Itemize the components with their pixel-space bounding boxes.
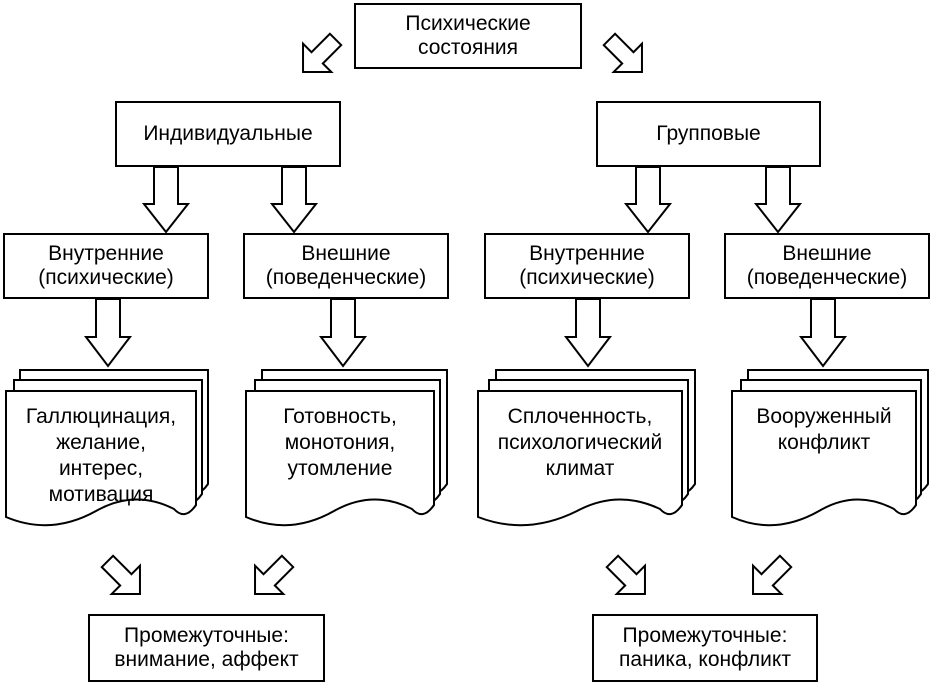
grp-internal-node-label: Внутренние (психические) (519, 242, 655, 289)
ind-external-node-box: Внешние (поведенческие) (243, 233, 449, 299)
arrow-grp-internal-to-doc (563, 298, 613, 368)
arrow-individual-to-external (269, 166, 319, 234)
arrow-doc4-to-intermediate (752, 554, 793, 595)
arrow-ind-external-to-doc (318, 298, 368, 368)
ind-external-node-label: Внешние (поведенческие) (265, 242, 427, 289)
arrow-doc2-to-intermediate (254, 554, 295, 595)
ind-internal-node-box: Внутренние (психические) (3, 233, 209, 299)
group-node-label: Групповые (656, 122, 761, 145)
intermediate-individual-label: Промежуточные: внимание, аффект (114, 624, 299, 671)
doc-ind-external-text: Готовность, монотония, утомление (283, 405, 397, 480)
arrow-root-to-group (602, 32, 643, 73)
intermediate-individual-box: Промежуточные: внимание, аффект (88, 614, 325, 682)
arrow-root-to-individual (302, 32, 343, 73)
arrow-individual-to-internal (141, 166, 191, 234)
intermediate-group-box: Промежуточные: паника, конфликт (592, 614, 818, 682)
document-stack-grp-external (731, 369, 929, 527)
arrow-doc1-to-intermediate (100, 554, 141, 595)
group-node-box: Групповые (596, 101, 821, 167)
doc-ind-internal-text: Галлюцинация, желание, интерес, мотиваци… (25, 405, 177, 506)
document-stack-ind-internal (5, 369, 209, 527)
arrow-doc3-to-intermediate (605, 554, 646, 595)
arrow-group-to-internal (623, 166, 673, 234)
intermediate-group-label: Промежуточные: паника, конфликт (619, 624, 791, 671)
grp-external-node-label: Внешние (поведенческие) (746, 242, 908, 289)
document-stack-ind-external (245, 369, 448, 527)
ind-internal-node-label: Внутренние (психические) (38, 242, 174, 289)
grp-internal-node-box: Внутренние (психические) (484, 233, 690, 299)
root-node-box: Психические состояния (354, 3, 582, 69)
doc-grp-external-text: Вооруженный конфликт (756, 405, 892, 454)
doc-grp-internal-text: Сплоченность, психологический климат (497, 405, 663, 480)
grp-external-node-box: Внешние (поведенческие) (724, 233, 930, 299)
arrow-grp-external-to-doc (798, 298, 848, 368)
individual-node-box: Индивидуальные (115, 101, 341, 167)
individual-node-label: Индивидуальные (143, 122, 313, 145)
document-stack-grp-internal (477, 369, 696, 527)
arrow-ind-internal-to-doc (83, 298, 133, 368)
arrow-group-to-external (753, 166, 803, 234)
root-node-label: Психические состояния (405, 12, 531, 59)
